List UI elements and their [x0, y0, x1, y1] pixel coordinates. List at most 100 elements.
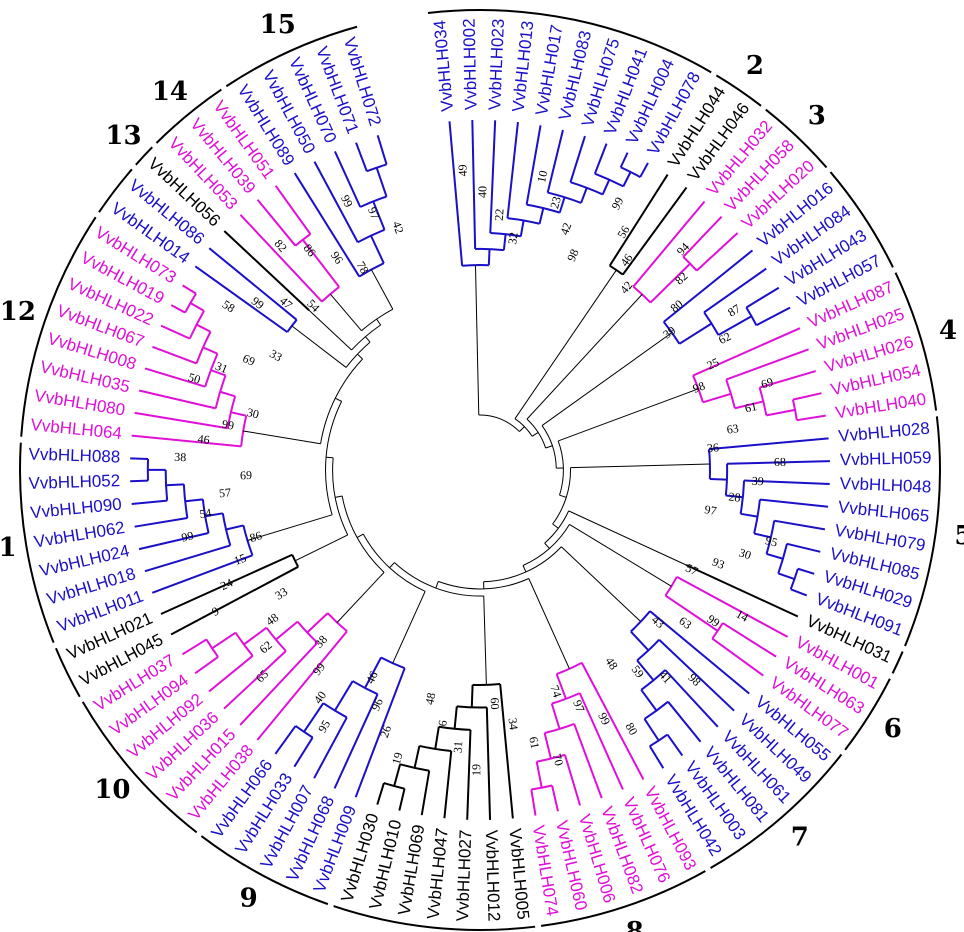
- node-connector: [708, 449, 711, 479]
- internal-branch: [364, 657, 382, 689]
- leaf-branch: [569, 135, 586, 183]
- backbone-branch: [531, 431, 539, 437]
- internal-branch: [502, 234, 507, 251]
- bootstrap-value: 65: [253, 667, 271, 685]
- node-connector: [609, 264, 624, 276]
- bootstrap-value: 54: [198, 505, 212, 521]
- leaf-branch: [420, 770, 431, 816]
- node-connector: [547, 191, 582, 204]
- node-connector: [294, 233, 312, 247]
- backbone-branch: [356, 533, 364, 538]
- bootstrap-value: 19: [389, 751, 406, 766]
- bootstrap-value: 34: [506, 717, 521, 731]
- leaf-branch: [658, 639, 735, 712]
- leaf-branch: [160, 324, 191, 340]
- leaf-label: VvbHLH088: [28, 444, 120, 466]
- bootstrap-value: 80: [668, 297, 686, 315]
- bootstrap-value: 63: [726, 421, 740, 437]
- bootstrap-value: 99: [338, 193, 356, 210]
- backbone-branch: [522, 565, 527, 573]
- group-number: 4: [939, 316, 957, 346]
- internal-branch: [334, 680, 354, 712]
- bootstrap-value: 62: [716, 329, 733, 347]
- backbone-branch: [247, 514, 333, 541]
- internal-branch: [225, 524, 244, 531]
- internal-branch: [202, 346, 218, 355]
- node-connector: [234, 632, 254, 657]
- node-connector: [692, 375, 704, 403]
- bootstrap-value: 86: [248, 528, 264, 545]
- leaf-branch: [194, 265, 288, 333]
- node-connector: [399, 763, 430, 772]
- bootstrap-value: 40: [475, 186, 489, 198]
- internal-branch: [636, 659, 655, 681]
- bootstrap-value: 93: [710, 555, 726, 572]
- group-number: 1: [571, 0, 589, 6]
- internal-branch: [393, 764, 402, 787]
- leaf-label: VvbHLH065: [837, 497, 930, 526]
- leaf-branch: [608, 174, 669, 267]
- node-connector: [366, 163, 387, 173]
- backbone-branch: [326, 456, 334, 459]
- backbone-branch: [365, 336, 371, 343]
- bootstrap-value: 46: [617, 251, 635, 269]
- internal-branch: [453, 706, 458, 729]
- bootstrap-value: 98: [564, 247, 582, 264]
- backbone-connector: [522, 524, 570, 566]
- node-connector: [182, 484, 189, 519]
- backbone-branch: [357, 353, 363, 360]
- backbone-branch: [545, 445, 553, 449]
- internal-branch: [434, 726, 440, 750]
- backbone-branch: [552, 523, 559, 529]
- backbone-connector: [332, 457, 349, 536]
- node-connector: [711, 622, 724, 640]
- bootstrap-value: 48: [422, 691, 438, 706]
- group-arc: [715, 74, 762, 107]
- leaf-branch: [239, 214, 323, 303]
- bootstrap-value: 63: [676, 614, 694, 632]
- group-number: 15: [260, 10, 296, 40]
- internal-branch: [538, 207, 545, 224]
- node-connector: [594, 172, 624, 188]
- backbone-branch: [561, 546, 642, 623]
- internal-branch: [717, 315, 753, 336]
- node-connector: [632, 285, 652, 304]
- bootstrap-value: 56: [614, 223, 632, 241]
- internal-branch: [649, 262, 691, 304]
- bootstrap-value: 15: [232, 551, 248, 568]
- bootstrap-value: 31: [450, 741, 465, 754]
- leaf-label: VvbHLH034: [430, 19, 457, 112]
- leaf-label: VvbHLH023: [485, 18, 508, 110]
- bootstrap-value: 14: [734, 607, 751, 625]
- leaf-branch: [152, 345, 197, 365]
- internal-branch: [753, 532, 772, 539]
- backbone-connector: [394, 562, 484, 597]
- internal-branch: [696, 232, 739, 272]
- leaf-branch: [525, 125, 542, 205]
- leaf-branch: [194, 656, 219, 675]
- internal-branch: [755, 306, 791, 327]
- bootstrap-value: 99: [608, 195, 626, 212]
- group-arc: [904, 416, 941, 647]
- leaf-branch: [682, 216, 723, 258]
- group-number: 9: [240, 884, 258, 914]
- backbone-branch: [435, 581, 439, 589]
- backbone-branch: [336, 572, 385, 623]
- bootstrap-value: 33: [267, 346, 284, 364]
- bootstrap-value: 61: [526, 735, 542, 749]
- leaf-branch: [134, 517, 188, 528]
- internal-branch: [230, 411, 247, 417]
- bootstrap-value: 25: [705, 355, 722, 373]
- leaf-branch: [593, 143, 608, 175]
- leaf-branch: [551, 785, 559, 812]
- bootstrap-value: 70: [550, 752, 567, 767]
- bootstrap-value: 82: [672, 269, 690, 287]
- leaf-branch: [144, 367, 206, 388]
- bootstrap-value: 46: [363, 669, 381, 686]
- bootstrap-value: 94: [674, 240, 692, 258]
- leaf-branch: [722, 622, 777, 658]
- leaf-branch: [354, 667, 406, 798]
- node-connector: [664, 576, 678, 597]
- internal-branch: [643, 718, 660, 742]
